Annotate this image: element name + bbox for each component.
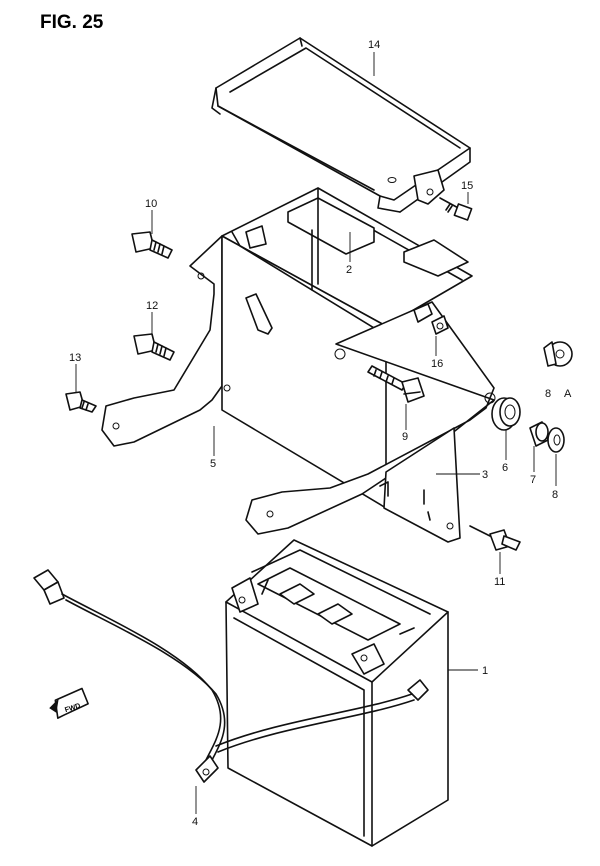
bolt-13-part — [65, 391, 97, 413]
callout-14: 14 — [368, 39, 380, 51]
callout-A: A — [564, 388, 572, 400]
callout-13: 13 — [69, 352, 81, 364]
callout-12: 12 — [146, 300, 158, 312]
callout-6: 6 — [502, 462, 508, 474]
callout-10: 10 — [145, 198, 157, 210]
bolt-10-part — [131, 231, 173, 259]
callout-1: 1 — [482, 665, 488, 677]
fwd-label: FWD — [64, 703, 81, 715]
bolt-12-part — [133, 333, 175, 361]
washer-8-part — [547, 427, 565, 453]
callout-3: 3 — [482, 469, 488, 481]
callout-8-lower: 8 — [552, 489, 558, 501]
fwd-arrow-icon — [49, 687, 89, 719]
callout-5: 5 — [210, 458, 216, 470]
callout-16: 16 — [431, 358, 443, 370]
leader-lines — [75, 52, 557, 814]
battery-holder-part — [101, 187, 496, 535]
callout-11: 11 — [494, 576, 505, 588]
grommet-6-part — [491, 397, 521, 431]
callout-7: 7 — [530, 474, 536, 486]
strap-3-part — [379, 427, 461, 543]
callout-15: 15 — [461, 180, 473, 192]
collar-7-part — [529, 421, 549, 447]
callout-4: 4 — [192, 816, 198, 828]
bolt-11-part — [469, 525, 521, 551]
battery-cover-part — [211, 37, 471, 213]
washer-8-alt-part — [543, 341, 573, 367]
callout-8-upper: 8 — [545, 388, 551, 400]
callout-2: 2 — [346, 264, 352, 276]
bolt-9-part — [367, 365, 425, 403]
figure-title: FIG. 25 — [40, 12, 104, 33]
wire-4-part — [33, 569, 415, 783]
bolt-15-part — [439, 197, 473, 221]
battery-part — [225, 539, 449, 847]
callout-9: 9 — [402, 431, 408, 443]
